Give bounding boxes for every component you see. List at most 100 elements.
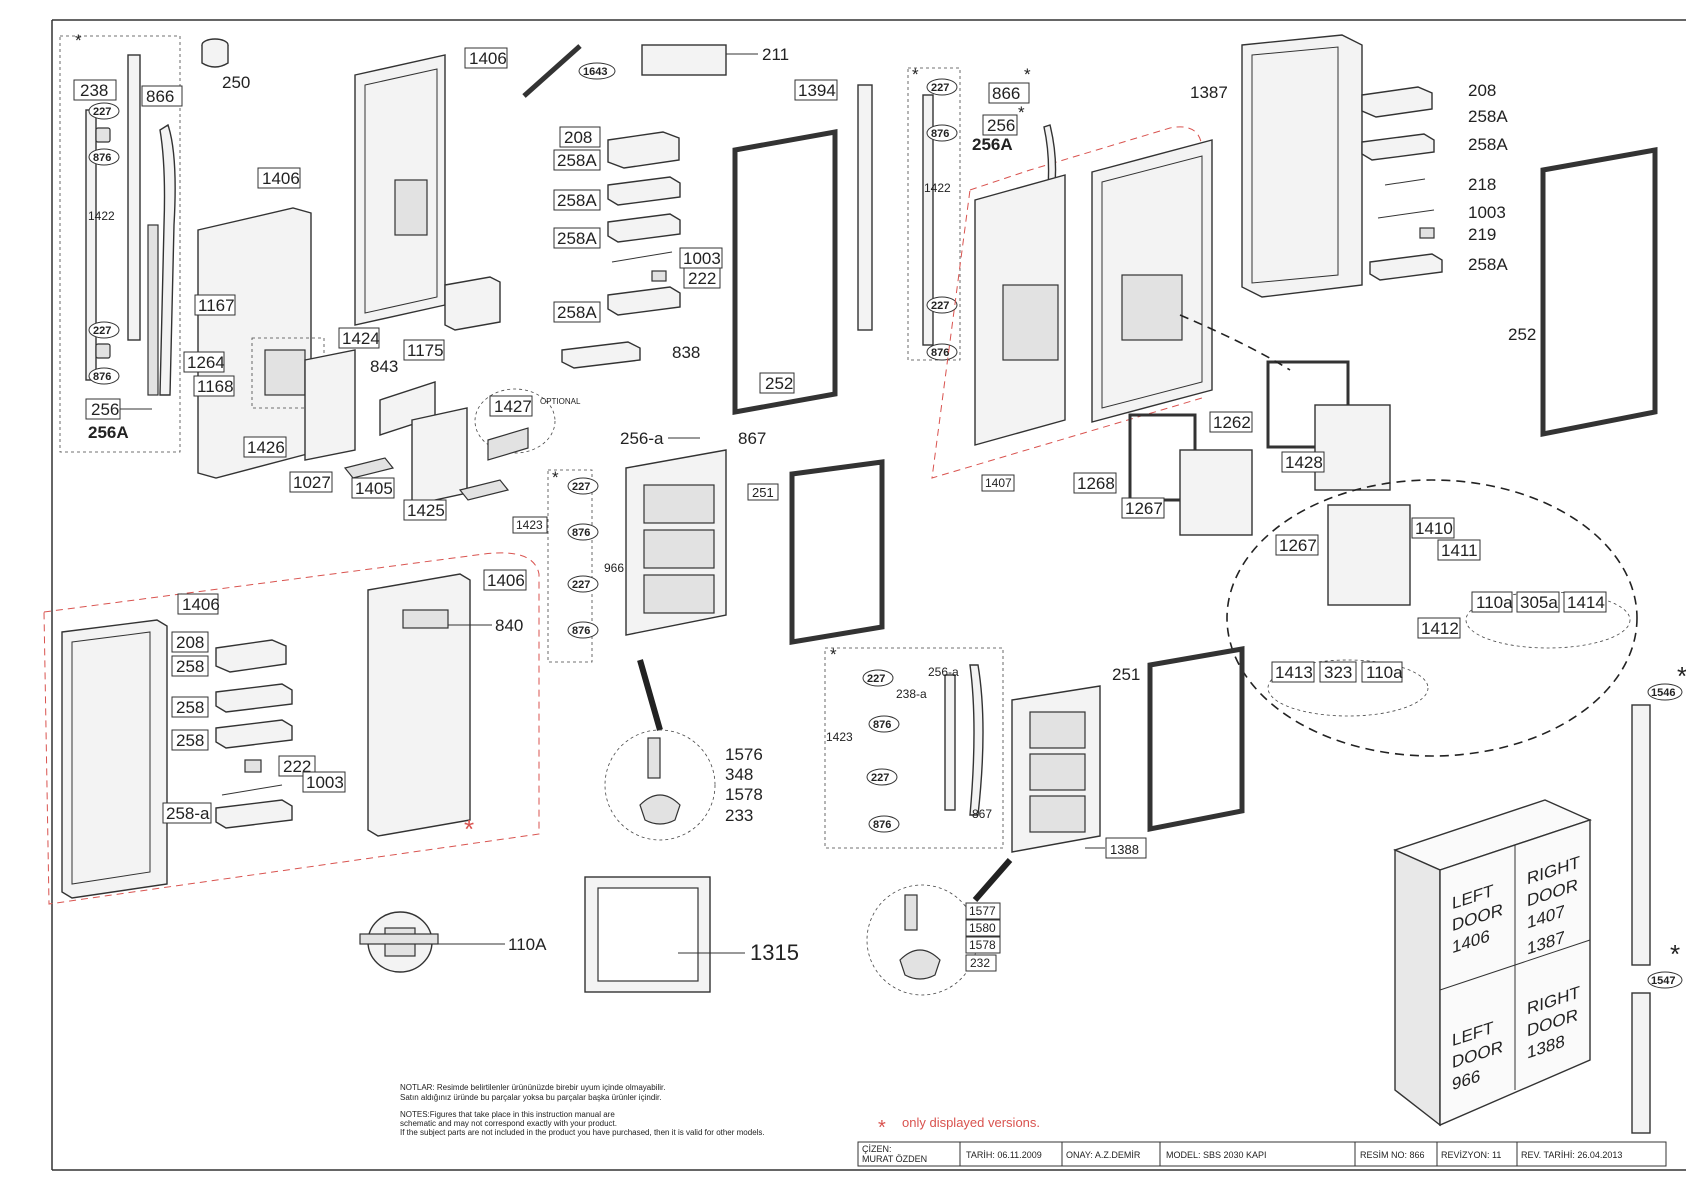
- part-label: 1546: [1651, 687, 1675, 699]
- part-label: 1428: [1285, 453, 1323, 472]
- label-box: [1319, 661, 1357, 683]
- part-label: 1580: [969, 921, 996, 935]
- part-label: 256A: [972, 135, 1013, 154]
- part-label: 876: [572, 625, 590, 637]
- part-label: 1422: [88, 209, 115, 223]
- note-en-1: NOTES:Figures that take place in this in…: [400, 1110, 615, 1119]
- part-label: 1578: [969, 938, 996, 952]
- label-box: [794, 79, 838, 101]
- part-label: 227: [867, 673, 885, 685]
- label-box: [489, 395, 533, 417]
- part-label: 1643: [583, 66, 607, 78]
- part-label: 1414: [1567, 593, 1605, 612]
- part-label: 252: [765, 374, 793, 393]
- part-label: 867: [972, 807, 992, 821]
- part-label: 227: [931, 300, 949, 312]
- part-label: 1578: [725, 785, 763, 804]
- note-tr-1: NOTLAR: Resimde belirtilenler ürününüzde…: [400, 1083, 665, 1092]
- left-freezer-door-region: [43, 552, 540, 905]
- star-mark: *: [1024, 65, 1031, 84]
- label-box: [1281, 451, 1325, 473]
- label-oval: [88, 367, 120, 385]
- callout-pointer: [972, 858, 1013, 902]
- part-label: 1027: [293, 473, 331, 492]
- title-model: MODEL: SBS 2030 KAPI: [1166, 1150, 1267, 1160]
- part-label: 1411: [1441, 541, 1478, 560]
- label-box: [1121, 497, 1165, 519]
- part-label: 251: [752, 485, 774, 500]
- part-label: 1412: [1421, 619, 1459, 638]
- part-label: 1264: [187, 353, 225, 372]
- asterisk-red: *: [878, 1117, 886, 1139]
- label-box: [1271, 661, 1315, 683]
- ice-maker-callout: [1226, 479, 1638, 757]
- part-label: 256-a: [928, 665, 959, 679]
- part-label: 1406: [487, 571, 525, 590]
- label-box: [1275, 534, 1319, 556]
- ice-compartment: [1121, 274, 1183, 341]
- title-rev-date: REV. TARİHİ: 26.04.2013: [1521, 1150, 1622, 1160]
- label-box: [302, 771, 346, 793]
- label-oval: [567, 477, 599, 495]
- part-label: 1423: [826, 730, 853, 744]
- label-box: [553, 227, 601, 249]
- label-oval: [926, 78, 958, 96]
- label-box: [1437, 539, 1481, 561]
- gasket-251: [789, 459, 885, 645]
- label-oval: [88, 148, 120, 166]
- optional-note: OPTIONAL: [540, 397, 581, 406]
- shelf-slot: [643, 484, 715, 524]
- part-label: 208: [564, 128, 592, 147]
- star-mark: *: [830, 645, 837, 664]
- part-label: 258A: [557, 229, 597, 248]
- grille-1027: [343, 457, 395, 479]
- label-box: [683, 267, 721, 289]
- part-label: 238: [80, 81, 108, 100]
- gasket-252: [1540, 147, 1658, 438]
- hinge-pin-1577: [904, 894, 918, 931]
- frame-1315-inner: [597, 887, 699, 982]
- label-box: [1105, 837, 1147, 859]
- part-label: 1577: [969, 904, 996, 918]
- hinge-pin-1576: [647, 737, 661, 779]
- label-box: [988, 82, 1030, 104]
- label-oval: [567, 523, 599, 541]
- star-mark: *: [1677, 661, 1686, 691]
- part-label: 1388: [1110, 842, 1139, 857]
- part-label: 1576: [725, 745, 763, 764]
- part-label: 1406: [469, 49, 507, 68]
- label-box: [193, 375, 235, 397]
- part-label: 238-a: [896, 687, 927, 701]
- label-oval: [1647, 971, 1683, 989]
- label-box: [183, 351, 225, 373]
- shelf-258: [215, 719, 293, 749]
- hinge-232: [899, 949, 941, 980]
- dispenser-module: [444, 276, 501, 331]
- tray-1405: [411, 407, 468, 506]
- part-label: 227: [572, 481, 590, 493]
- egg-tray-218: [1384, 178, 1426, 186]
- hinge-block-top: [95, 127, 111, 143]
- label-box: [171, 729, 209, 751]
- sub-callout-left: [1267, 659, 1429, 717]
- shelf-258A: [607, 213, 681, 243]
- shelf-258A: [1361, 133, 1435, 161]
- door-split-horizontal: [1439, 939, 1591, 991]
- label-oval: [868, 715, 900, 733]
- hinge-group-box-1388: [824, 647, 1004, 849]
- part-label: 1427: [494, 397, 532, 416]
- panel-1267: [1179, 449, 1253, 536]
- part-label: 1168: [197, 377, 234, 396]
- part-label: 208: [1468, 81, 1496, 100]
- label-box: [759, 372, 795, 394]
- part-label: 1003: [683, 249, 721, 268]
- star-mark: *: [1018, 103, 1025, 122]
- part-label: 227: [93, 325, 111, 337]
- subassembly-box: [251, 337, 325, 409]
- part-label: 258A: [1468, 107, 1508, 126]
- part-label: 222: [688, 269, 716, 288]
- star-mark: *: [1670, 939, 1680, 969]
- note-tr-2: Satın aldığınız üründe bu parçalar yoksa…: [400, 1093, 661, 1102]
- part-label: 1406: [182, 595, 220, 614]
